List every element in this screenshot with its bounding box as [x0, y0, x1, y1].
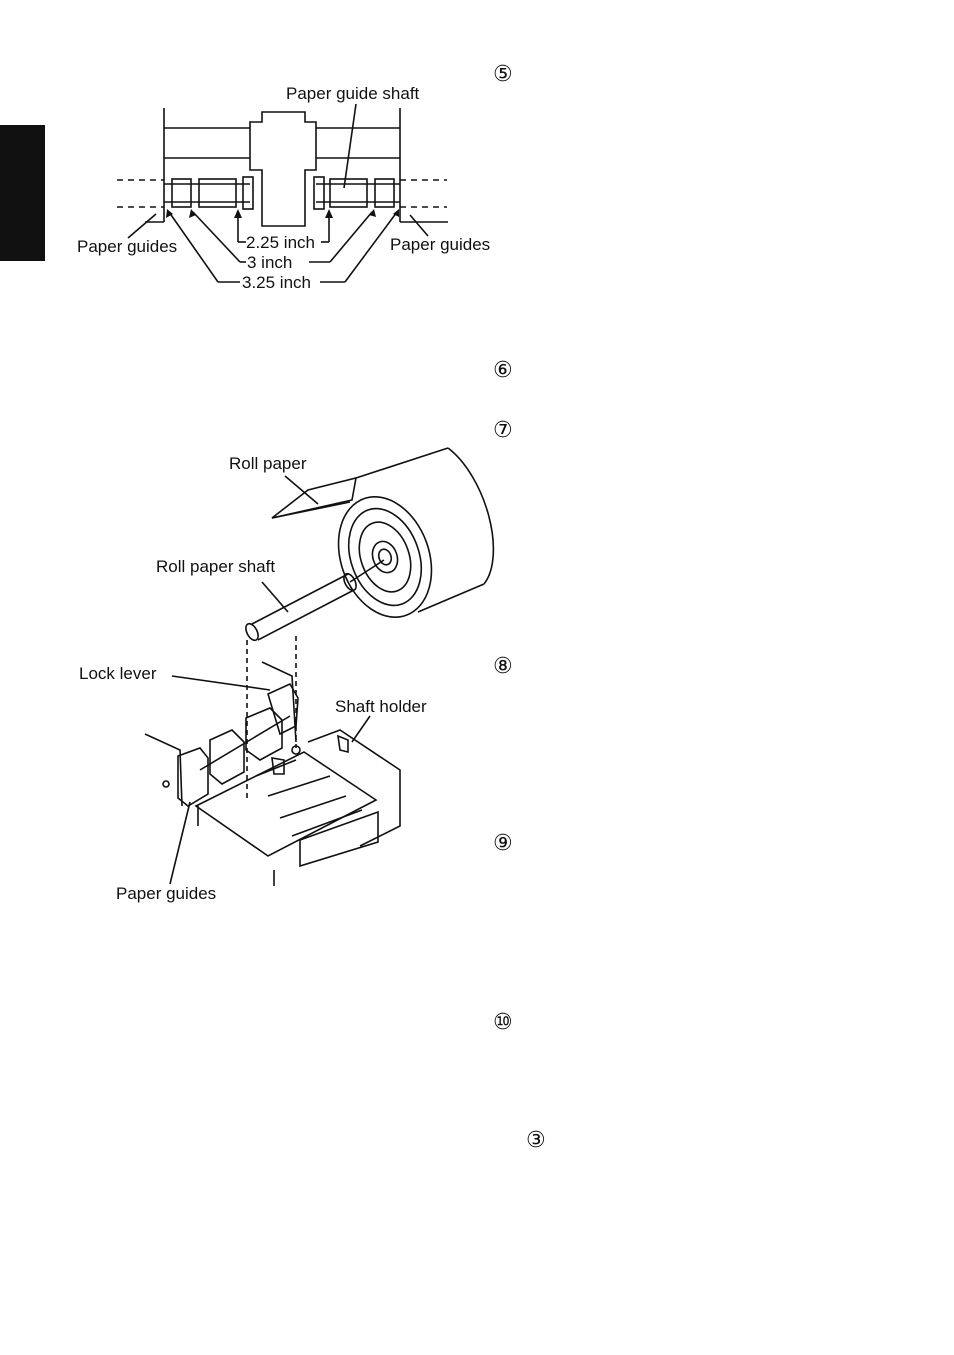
- paper-guides-left-label: Paper guides: [77, 237, 178, 256]
- shaft-holder-label: Shaft holder: [335, 697, 427, 716]
- step-7-marker: ⑦: [493, 418, 513, 443]
- reference-3-marker: ③: [526, 1128, 546, 1153]
- section-tab: [0, 125, 45, 261]
- step-8-marker: ⑧: [493, 654, 513, 679]
- step-10-marker: ⑩: [493, 1010, 513, 1035]
- lock-lever-label: Lock lever: [79, 664, 157, 683]
- roll-paper-label: Roll paper: [229, 454, 307, 473]
- roll-paper-shaft-label: Roll paper shaft: [156, 557, 276, 576]
- step-9-marker: ⑨: [493, 831, 513, 856]
- step-5-marker: ⑤: [493, 62, 513, 87]
- paper-guides-right-label: Paper guides: [390, 235, 491, 254]
- paper-guides-label: Paper guides: [116, 884, 217, 903]
- step-6-marker: ⑥: [493, 358, 513, 383]
- dimension-3-25-inch: 3.25 inch: [242, 273, 311, 292]
- dimension-2-25-inch: 2.25 inch: [246, 233, 315, 252]
- dimension-3-inch: 3 inch: [247, 253, 293, 272]
- paper-guide-shaft-label: Paper guide shaft: [286, 84, 420, 103]
